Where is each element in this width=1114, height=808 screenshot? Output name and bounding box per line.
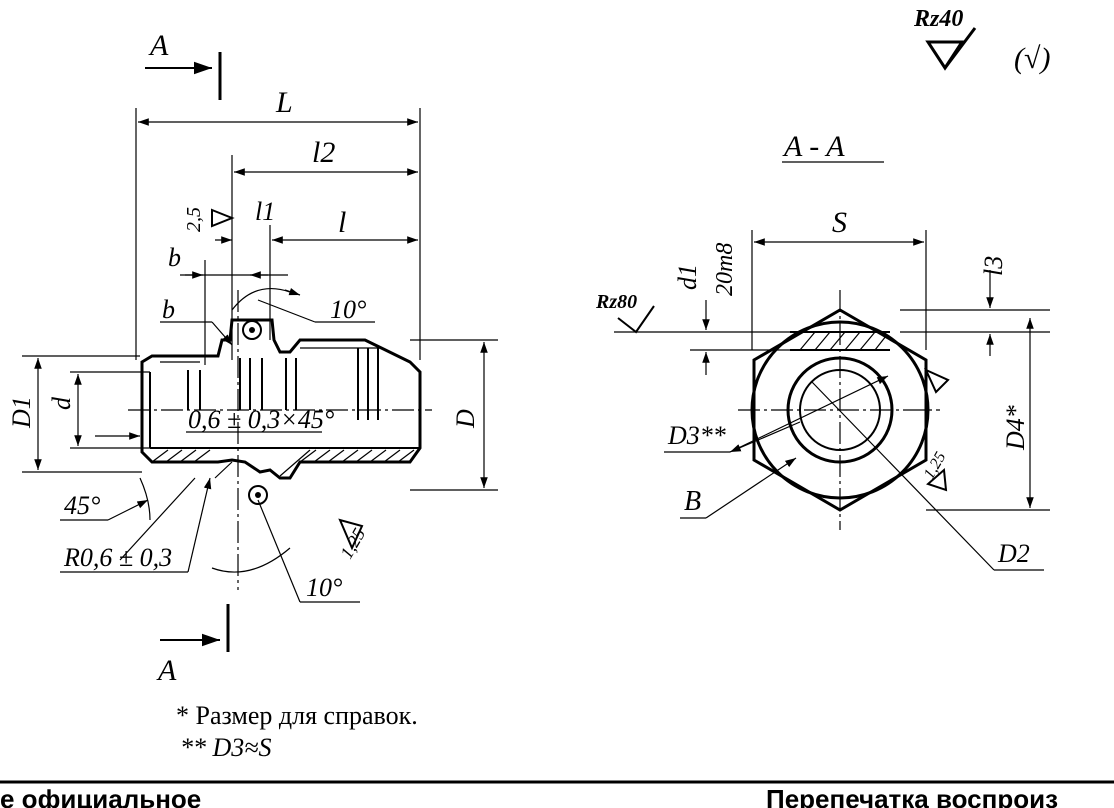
section-mark-top: A [145, 29, 222, 100]
dim-D3-label: D3** [667, 421, 726, 450]
footer-right: Перепечатка воспроиз [766, 784, 1058, 808]
fitting-body [128, 290, 432, 590]
dim-D1-label: D1 [7, 396, 36, 429]
label-B: B [684, 486, 701, 517]
roughness-rz80: Rz80 [595, 291, 655, 334]
tolerance-label: 20т8 [712, 243, 738, 296]
dim-l-label: l [338, 206, 346, 239]
dim-l1-label: l1 [255, 197, 275, 226]
dim-l2-label: l2 [312, 136, 335, 169]
angle-bottom-label: 10° [306, 573, 342, 602]
dim-S-label: S [832, 206, 847, 239]
dim-D4-label: D4* [1001, 405, 1030, 451]
dim-b-label: b [168, 243, 181, 272]
section-mark-bottom: A [156, 604, 230, 687]
angle-top-label: 10° [330, 295, 366, 324]
roughness-2-5: 2,5 [183, 207, 235, 232]
note-reference: * Размер для справок. [176, 701, 418, 730]
hex-top-hatch [790, 331, 890, 351]
section-title: A - A [782, 130, 845, 163]
roughness-1-25-side: 1,25 [336, 518, 369, 562]
dim-D-label: D [451, 409, 480, 429]
angle-45-label: 45° [64, 491, 100, 520]
radius-label: R0,6 ± 0,3 [63, 543, 172, 572]
svg-text:Rz80: Rz80 [595, 291, 637, 313]
side-view: A A L l2 l l1 b 2,5 [7, 29, 498, 687]
general-roughness: Rz40 (√) [913, 6, 1050, 75]
roughness-triangle-icon [925, 40, 965, 71]
footer-left: е официальное [0, 784, 201, 808]
note-d3: ** D3≈S [180, 733, 272, 762]
section-mark-top-label: A [148, 29, 169, 62]
dim-D2-label: D2 [997, 539, 1030, 568]
dim-d-label: d [47, 396, 76, 410]
callout-b-label: b [162, 295, 175, 324]
dim-d1-label: d1 [673, 264, 702, 290]
section-view: A - A S d1 20т8 [595, 130, 1050, 571]
roughness-general-label: Rz40 [913, 6, 963, 32]
section-hatch [151, 449, 415, 479]
dim-L-label: L [275, 86, 293, 119]
roughness-paren-label: (√) [1014, 42, 1050, 75]
svg-text:2,5: 2,5 [183, 207, 205, 232]
svg-text:1,25: 1,25 [336, 525, 369, 562]
chamfer-label: 0,6 ± 0,3×45° [188, 405, 334, 434]
dim-l3-label: l3 [979, 256, 1008, 276]
section-mark-bottom-label: A [156, 654, 177, 687]
